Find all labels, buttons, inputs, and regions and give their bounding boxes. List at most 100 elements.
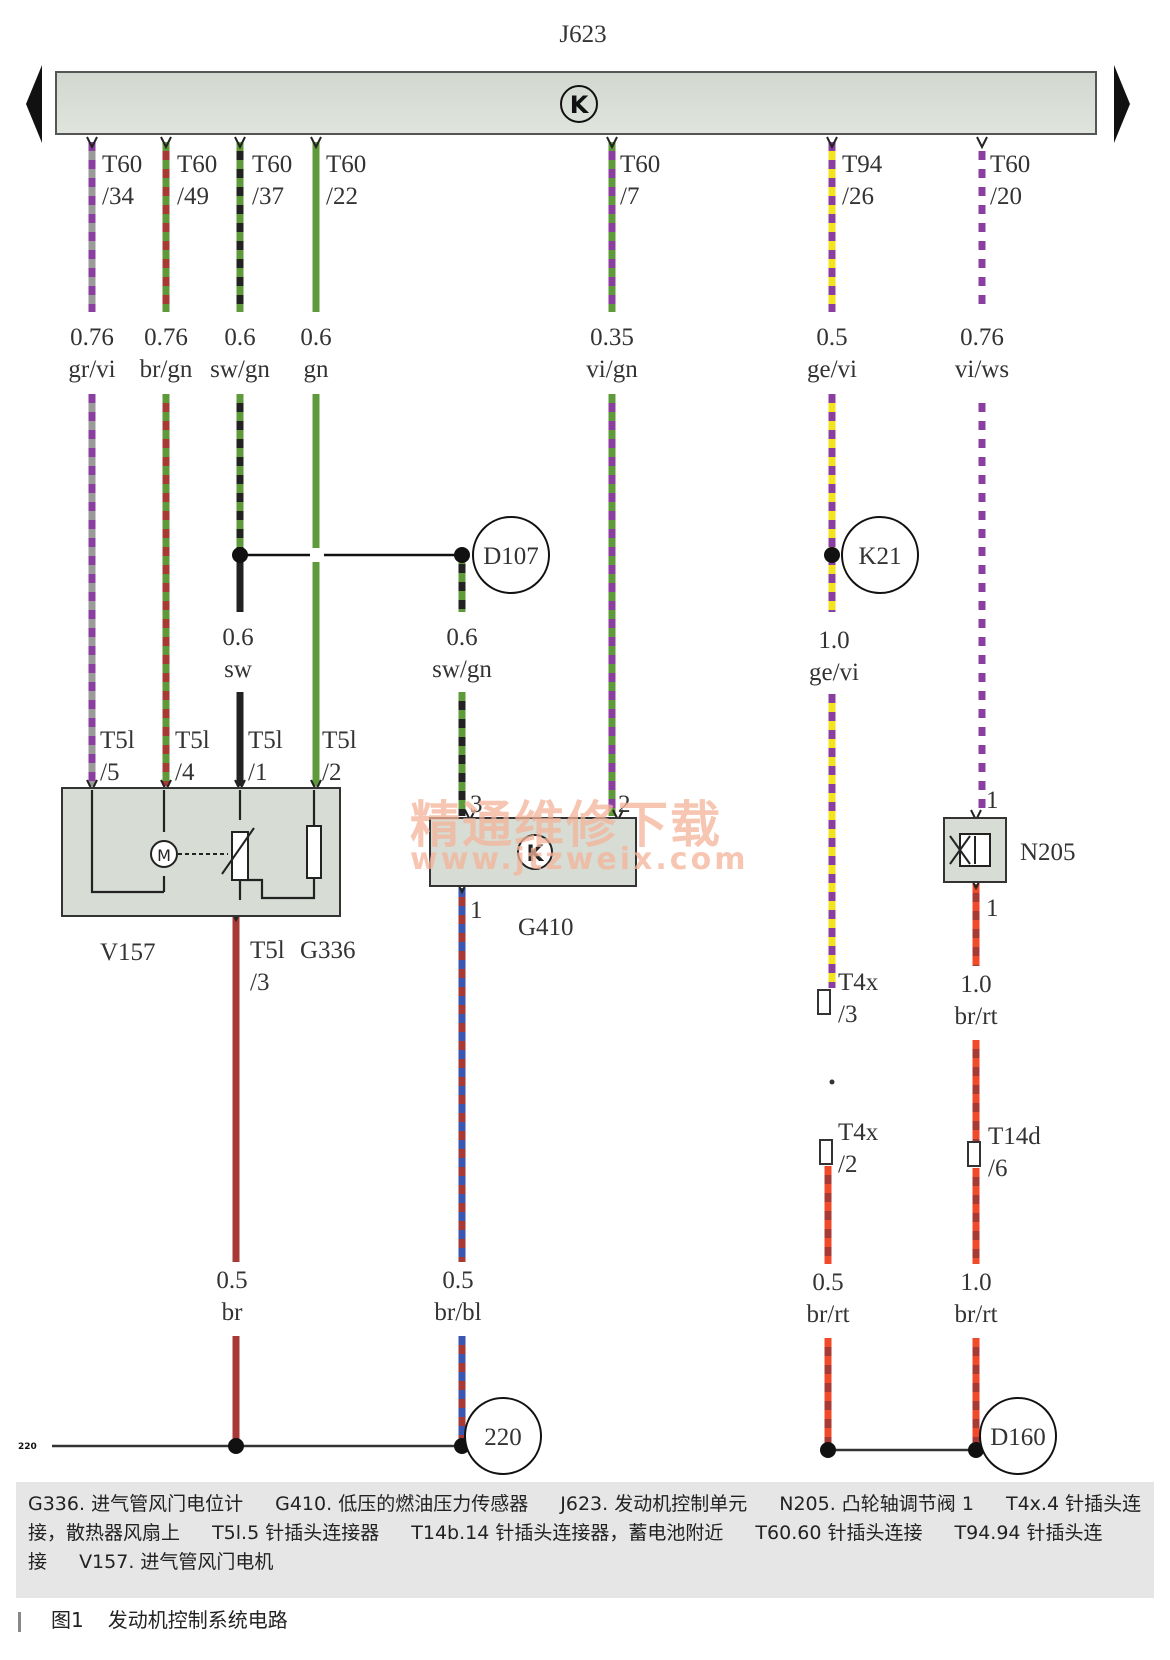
legend-item: T94.94 针插头连接 [28, 1522, 1103, 1573]
t5l-5: T5l [100, 727, 135, 754]
d107-label: D107 [483, 543, 539, 570]
d107-splice-dot [232, 547, 248, 563]
t4x-2-connector [819, 1139, 833, 1165]
wire-size-3: 0.6 [224, 324, 255, 351]
pin-t60-37-num: /37 [252, 183, 284, 210]
pin-t94-26: T94 [842, 151, 883, 178]
pin-t60-22-num: /22 [326, 183, 358, 210]
v157-g336-housing [61, 787, 341, 917]
n205-out-size: 1.0 [960, 971, 991, 998]
bus-left-arrow [26, 65, 42, 143]
g410-pin2: 2 [618, 791, 631, 818]
wire-color-2: br/gn [140, 356, 193, 383]
n205-pin-top: 1 [986, 787, 999, 814]
pin-t60-37: T60 [252, 151, 292, 178]
figure-number: 图1 [51, 1608, 84, 1632]
pin-arrow [234, 136, 246, 150]
legend-item: G410. 低压的燃油压力传感器 [275, 1493, 529, 1515]
t5l-5-num: /5 [100, 759, 119, 786]
ground-d160-circle [979, 1397, 1057, 1475]
ecu-symbol-glyph: K [570, 91, 590, 119]
potentiometer-wiper [221, 827, 255, 875]
legend-caption: G336. 进气管风门电位计 G410. 低压的燃油压力传感器 J623. 发动… [16, 1482, 1154, 1598]
bottom-size-3: 0.5 [812, 1269, 843, 1296]
pin-arrow [826, 136, 838, 150]
pin-arrow [976, 136, 988, 150]
bottom-color-3: br/rt [806, 1301, 849, 1328]
t5l-2: T5l [322, 727, 357, 754]
watermark-line-2: www.jtzweix.com [410, 842, 749, 877]
t4x-3: T4x [838, 969, 879, 996]
figure-title: 发动机控制系统电路 [107, 1608, 288, 1632]
t4x-3-connector [817, 989, 831, 1015]
left-ref: 220 [18, 1442, 37, 1452]
v157-label: V157 [100, 939, 156, 966]
ecu-symbol [560, 85, 598, 123]
g336-label: G336 [300, 937, 356, 964]
wire-segments [88, 142, 986, 1450]
bottom-color-1: br [222, 1299, 244, 1326]
wiring-diagram: J623 K T60 /34 T60 /49 T60 /37 T60 /22 T… [18, 21, 1130, 1475]
legend-item: N205. 凸轮轴调节阀 1 [779, 1493, 974, 1515]
t5l-2-num: /2 [322, 759, 341, 786]
pin-arrow [160, 136, 172, 150]
wire-size-4: 0.6 [300, 324, 331, 351]
ground-dot-4 [968, 1442, 984, 1458]
pin-t60-20-num: /20 [990, 183, 1022, 210]
k21-size: 1.0 [818, 627, 849, 654]
t5l-4-num: /4 [175, 759, 195, 786]
bus-right-arrow [1114, 65, 1130, 143]
wire-color-7: vi/ws [955, 356, 1009, 383]
sw-size: 0.6 [222, 624, 253, 651]
pin-arrow [606, 136, 618, 150]
bottom-wire-labels: 0.5 br 0.5 br/bl 0.5 br/rt 1.0 br/rt [216, 1267, 997, 1328]
bottom-size-2: 0.5 [442, 1267, 473, 1294]
legend-item: T60.60 针插头连接 [755, 1522, 923, 1544]
motor-icon-glyph: M [157, 846, 171, 865]
wire-color-4: gn [304, 356, 330, 383]
top-pin-labels: T60 /34 T60 /49 T60 /37 T60 /22 T60 /7 T… [102, 151, 1030, 210]
connector-gap-dot [829, 1079, 835, 1085]
g410-sensor-icon [517, 834, 553, 870]
g410-pin1: 1 [470, 897, 483, 924]
wire-color-3: sw/gn [210, 356, 270, 383]
t5l-1: T5l [248, 727, 283, 754]
t4x-2: T4x [838, 1119, 879, 1146]
pin-arrow [310, 136, 322, 150]
n205-label: N205 [1020, 839, 1076, 866]
wire-color-6: ge/vi [807, 356, 857, 383]
legend-item: V157. 进气管风门电机 [79, 1551, 274, 1573]
ecu-bus [55, 71, 1097, 135]
pin-t60-34: T60 [102, 151, 142, 178]
pin-arrow [86, 136, 98, 150]
t14d-6-num: /6 [988, 1155, 1007, 1182]
motor-icon [150, 840, 178, 868]
ground-220-circle [464, 1397, 542, 1475]
wire-color-5: vi/gn [586, 356, 638, 383]
t5l-3: T5l [250, 937, 285, 964]
bottom-color-2: br/bl [434, 1299, 481, 1326]
pin-t60-34-num: /34 [102, 183, 134, 210]
pin-t60-22: T60 [326, 151, 366, 178]
bottom-size-4: 1.0 [960, 1269, 991, 1296]
ecu-title: J623 [559, 21, 606, 48]
legend-item: T14b.14 针插头连接器，蓄电池附近 [411, 1522, 724, 1544]
pin-t60-7-num: /7 [620, 183, 639, 210]
legend-item: T4x.4 针插头连接，散热器风扇上 [28, 1493, 1142, 1544]
k21-color: ge/vi [809, 659, 859, 686]
n205-out-color: br/rt [954, 1003, 997, 1030]
pin-t60-7: T60 [620, 151, 660, 178]
ground-dot-1 [228, 1438, 244, 1454]
g410-housing [429, 817, 637, 887]
figure-caption: 图1 发动机控制系统电路 [18, 1604, 288, 1633]
t4x-2-num: /2 [838, 1151, 857, 1178]
t5l-labels: T5l /5 T5l /4 T5l /1 T5l /2 T5l /3 [100, 727, 357, 996]
pin-t94-26-num: /26 [842, 183, 874, 210]
wire-size-6: 0.5 [816, 324, 847, 351]
wire-size-5: 0.35 [590, 324, 634, 351]
bottom-size-1: 0.5 [216, 1267, 247, 1294]
g410-pin3: 3 [470, 791, 483, 818]
wire-size-7: 0.76 [960, 324, 1004, 351]
t5l-4: T5l [175, 727, 210, 754]
pin-t60-49-num: /49 [177, 183, 209, 210]
